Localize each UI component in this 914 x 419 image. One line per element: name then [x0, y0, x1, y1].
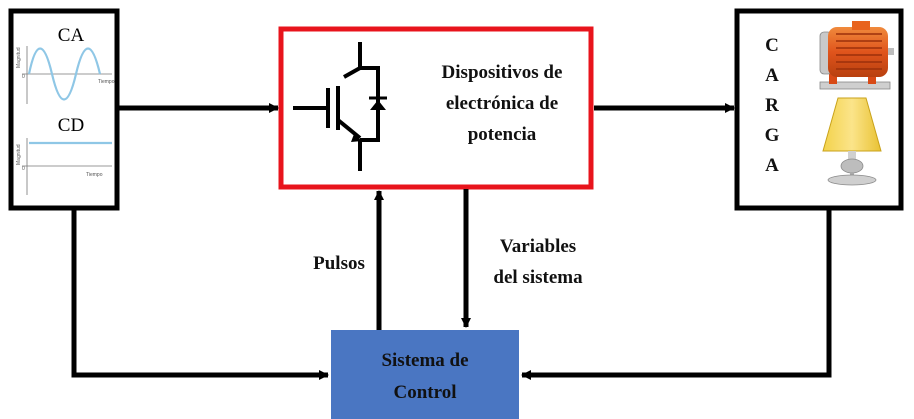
dc-waveform-graph: Magnitud Tiempo 0 [16, 138, 112, 195]
ca-label: CA [58, 25, 85, 46]
connectors [71, 103, 832, 380]
ac-origin-label: 0 [22, 74, 25, 80]
cd-label: CD [58, 115, 84, 136]
control-block-line-1: Sistema de [381, 350, 468, 371]
load-letter-3: R [765, 95, 779, 116]
power-block-line-1: Dispositivos de [442, 62, 563, 83]
dc-axis-x-label: Tiempo [86, 172, 103, 178]
dc-axis-y-label: Magnitud [16, 144, 22, 165]
load-block: C A R G A [734, 8, 904, 211]
power-block-line-2: electrónica de [446, 93, 558, 114]
ac-axis-x-label: Tiempo [98, 79, 115, 85]
system-vars-label-line-1: Variables [500, 236, 576, 257]
load-letter-5: A [765, 155, 779, 176]
load-letter-1: C [765, 35, 779, 56]
source-block-frame [8, 8, 120, 211]
load-letter-2: A [765, 65, 779, 86]
control-block-line-2: Control [394, 382, 457, 403]
arrow-load-to-control [521, 210, 832, 380]
igbt-emitter-wire [336, 118, 362, 140]
dc-origin-label: 0 [22, 166, 25, 172]
source-block: CA Magnitud Tiempo 0 CD Magnitud Tiempo … [8, 8, 120, 211]
power-electronics-block: Dispositivos de electrónica de potencia [278, 26, 594, 190]
igbt-collector-wire [343, 66, 361, 79]
ac-axis-y-label: Magnitud [16, 47, 22, 68]
load-letter-4: G [765, 125, 780, 146]
control-block-frame [331, 330, 519, 419]
arrow-source-to-control [71, 210, 329, 380]
sine-wave [27, 47, 102, 101]
system-vars-label-line-2: del sistema [493, 267, 583, 288]
pulses-label: Pulsos [313, 253, 365, 274]
control-block: Sistema de Control [331, 330, 519, 419]
motor-icon [819, 21, 894, 90]
power-block-frame [278, 26, 594, 190]
diode-icon [370, 100, 386, 110]
power-block-line-3: potencia [468, 124, 537, 145]
lamp-icon [822, 97, 882, 186]
ac-waveform-graph: Magnitud Tiempo 0 [16, 46, 115, 104]
igbt-emitter-arrow [351, 134, 362, 142]
